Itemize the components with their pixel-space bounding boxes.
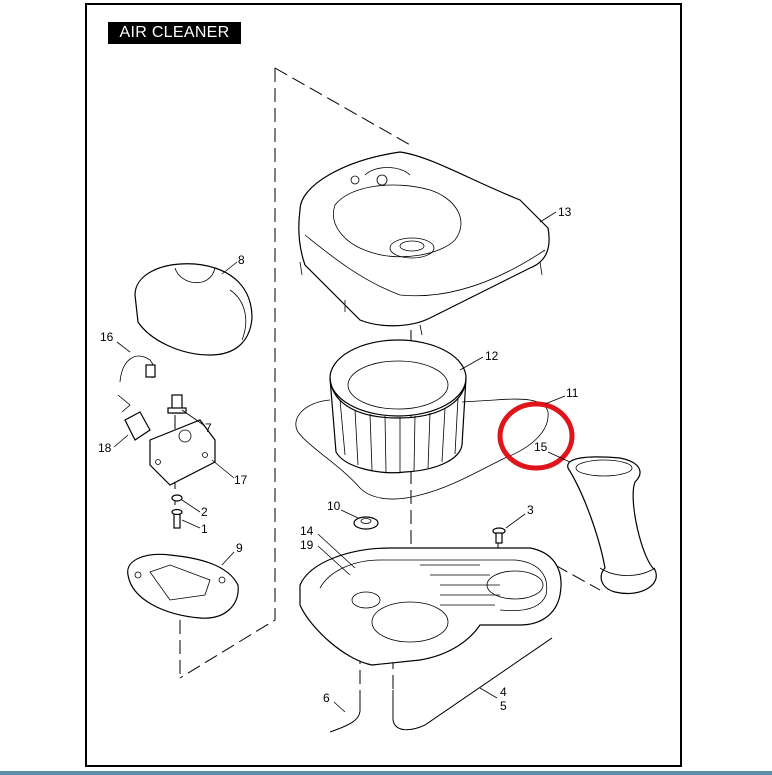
callout-13: 13 bbox=[558, 205, 572, 219]
part-8-cap bbox=[134, 263, 253, 356]
callout-9: 9 bbox=[236, 541, 243, 555]
part-9-plate bbox=[127, 553, 239, 619]
diagram-title: AIR CLEANER bbox=[108, 22, 241, 44]
part-16-hose bbox=[119, 355, 156, 383]
callout-2: 2 bbox=[201, 505, 208, 519]
callout-15: 15 bbox=[534, 440, 548, 454]
highlight-circle-15 bbox=[497, 401, 575, 471]
callout-5: 5 bbox=[500, 699, 507, 713]
callout-8: 8 bbox=[238, 253, 245, 267]
part-4-5-hose bbox=[392, 637, 553, 731]
callout-18: 18 bbox=[98, 441, 112, 455]
callout-10: 10 bbox=[327, 499, 341, 513]
leader-lines bbox=[113, 211, 571, 713]
part-14-19-backplate bbox=[299, 547, 562, 666]
window-bottom-bar bbox=[0, 771, 772, 775]
callout-7: 7 bbox=[205, 421, 212, 435]
part-15-intake-tube bbox=[567, 456, 657, 594]
callout-1: 1 bbox=[201, 522, 208, 536]
callout-19: 19 bbox=[300, 538, 314, 552]
part-10-grommet bbox=[353, 516, 379, 530]
callout-14: 14 bbox=[300, 524, 314, 538]
part-7-valve bbox=[167, 394, 187, 414]
callout-12: 12 bbox=[485, 349, 499, 363]
part-12-filter bbox=[329, 339, 467, 474]
callout-3: 3 bbox=[527, 503, 534, 517]
callout-16: 16 bbox=[100, 330, 114, 344]
part-3-screw bbox=[492, 527, 506, 544]
part-18-sensor bbox=[117, 394, 151, 441]
part-2-washer bbox=[171, 494, 183, 502]
callout-4: 4 bbox=[500, 685, 507, 699]
part-11-gasket bbox=[295, 398, 549, 500]
callout-11: 11 bbox=[566, 386, 579, 400]
part-6-hose bbox=[329, 690, 361, 733]
part-1-screw bbox=[171, 508, 183, 529]
part-13-cover bbox=[298, 151, 550, 336]
callout-17: 17 bbox=[234, 473, 248, 487]
callout-labels: 13 8 16 12 11 15 7 18 17 2 1 10 3 9 14 1… bbox=[98, 205, 579, 713]
callout-6: 6 bbox=[323, 691, 330, 705]
